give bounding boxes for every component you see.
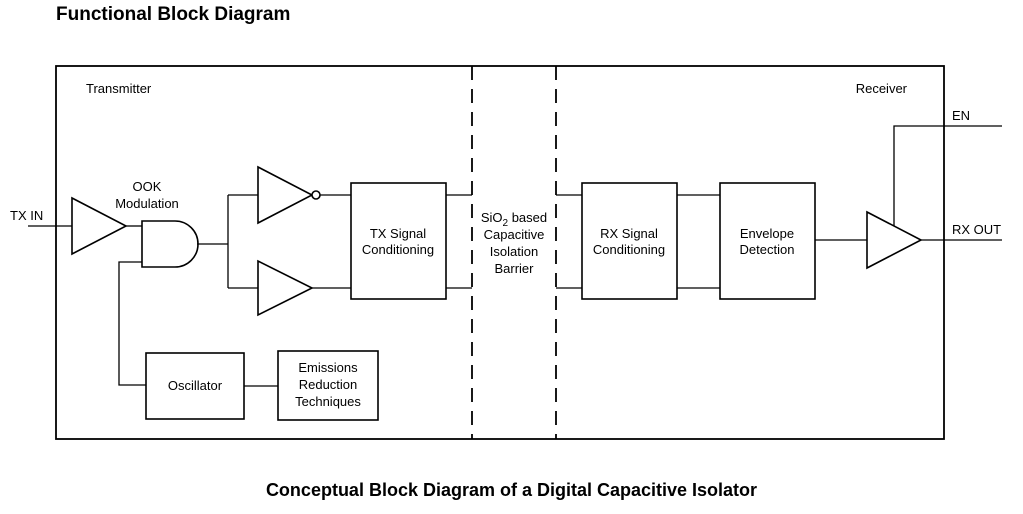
barrier-label-line2: Capacitive — [484, 227, 545, 242]
enclosure-frame — [55, 65, 945, 440]
oscillator-to-and-wire — [118, 261, 146, 386]
en-wire — [893, 125, 1002, 226]
ook-and-gate — [141, 220, 199, 268]
oscillator-block — [145, 352, 245, 420]
emissions-line2: Reduction — [299, 377, 358, 392]
oscillator-label: Oscillator — [168, 378, 223, 393]
envelope-line1: Envelope — [740, 226, 794, 241]
rx-conditioning-line2: Conditioning — [593, 242, 665, 257]
envelope-detection-block — [719, 182, 816, 300]
inverting-buffer-triangle — [257, 165, 314, 225]
tx-in-label: TX IN — [10, 208, 43, 223]
ook-label: OOK — [133, 179, 162, 194]
page-title: Functional Block Diagram — [56, 4, 291, 25]
envelope-line2: Detection — [740, 242, 795, 257]
emissions-line1: Emissions — [298, 360, 358, 375]
barrier-label-line4: Barrier — [494, 261, 534, 276]
rx-signal-conditioning-block — [581, 182, 678, 300]
rx-conditioning-line1: RX Signal — [600, 226, 658, 241]
non-inverting-buffer-triangle — [257, 259, 314, 317]
emissions-line3: Techniques — [295, 394, 361, 409]
barrier-label-line3: Isolation — [490, 244, 538, 259]
tx-signal-conditioning-block — [350, 182, 447, 300]
en-label: EN — [952, 108, 970, 123]
transmitter-label: Transmitter — [86, 81, 152, 96]
barrier-label-backdrop — [474, 206, 554, 280]
modulation-label: Modulation — [115, 196, 179, 211]
figure-caption: Conceptual Block Diagram of a Digital Ca… — [265, 480, 758, 500]
tx-conditioning-line1: TX Signal — [370, 226, 426, 241]
input-buffer-triangle — [71, 196, 128, 256]
emissions-reduction-block — [277, 350, 379, 421]
barrier-label-line1: SiO2 based — [481, 210, 547, 229]
rx-out-label: RX OUT — [952, 222, 1001, 237]
inverter-bubble — [311, 190, 321, 200]
receiver-label: Receiver — [856, 81, 908, 96]
tx-conditioning-line2: Conditioning — [362, 242, 434, 257]
